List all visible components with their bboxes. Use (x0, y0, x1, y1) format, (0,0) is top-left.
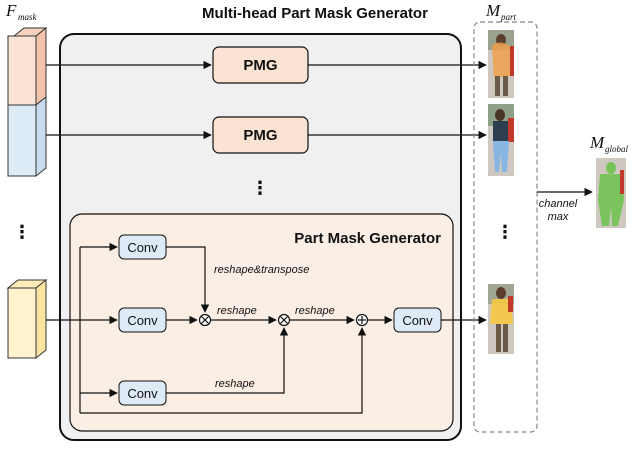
fmask-label: F mask (5, 1, 38, 22)
conv-block-bottom-label: Conv (127, 386, 158, 401)
conv-block-bottom: Conv (118, 380, 167, 406)
label-reshape-transpose: reshape&transpose (214, 264, 309, 276)
pmg-ellipsis: ⋮ (251, 178, 269, 198)
conv-block-top-label: Conv (127, 240, 158, 255)
person-image-global (596, 158, 626, 228)
mpart-label-main: M (485, 1, 501, 20)
arrow-conv-bottom-mult2 (166, 327, 289, 394)
conv-block-top: Conv (118, 234, 167, 260)
conv-block-middle-label: Conv (127, 313, 158, 328)
channel-max-line2: max (548, 211, 569, 223)
pmg-block-2-label: PMG (243, 127, 277, 144)
mglobal-label: M global (589, 133, 629, 154)
multiply-op-1 (198, 313, 212, 327)
arrow-residual (80, 327, 367, 414)
conv-block-middle: Conv (118, 307, 167, 333)
part-mask-generator-title: Part Mask Generator (294, 230, 441, 247)
output-ellipsis: ⋮ (496, 222, 514, 242)
label-reshape-3: reshape (215, 378, 255, 390)
input-feature-stack (6, 26, 48, 360)
add-op (355, 313, 369, 327)
person-image-2 (488, 104, 514, 176)
part-mask-generator-panel (69, 213, 454, 432)
multiply-op-2 (277, 313, 291, 327)
input-block-yellow (6, 278, 48, 360)
fmask-label-main: F (5, 1, 17, 20)
mglobal-label-sub: global (605, 144, 629, 154)
fmask-label-sub: mask (18, 12, 38, 22)
conv-block-output: Conv (393, 307, 442, 333)
label-reshape-1: reshape (217, 305, 257, 317)
person-image-1 (488, 30, 514, 98)
pmg-block-1-label: PMG (243, 57, 277, 74)
person-image-3 (488, 284, 514, 354)
pmg-block-2: PMG (212, 116, 309, 154)
mpart-label-sub: part (500, 12, 517, 22)
input-block-blue (7, 95, 47, 178)
mglobal-label-main: M (589, 133, 605, 152)
mpart-container (473, 21, 538, 433)
arrow-conv-top-mult1 (166, 246, 210, 313)
pmg-block-1: PMG (212, 46, 309, 84)
channel-max-line1: channel (539, 198, 578, 210)
label-reshape-2: reshape (295, 305, 335, 317)
input-ellipsis: ⋮ (13, 222, 31, 242)
diagram-title: Multi-head Part Mask Generator (202, 5, 428, 22)
mpart-label: M part (485, 1, 517, 22)
input-block-orange (7, 26, 48, 107)
conv-block-output-label: Conv (402, 313, 433, 328)
